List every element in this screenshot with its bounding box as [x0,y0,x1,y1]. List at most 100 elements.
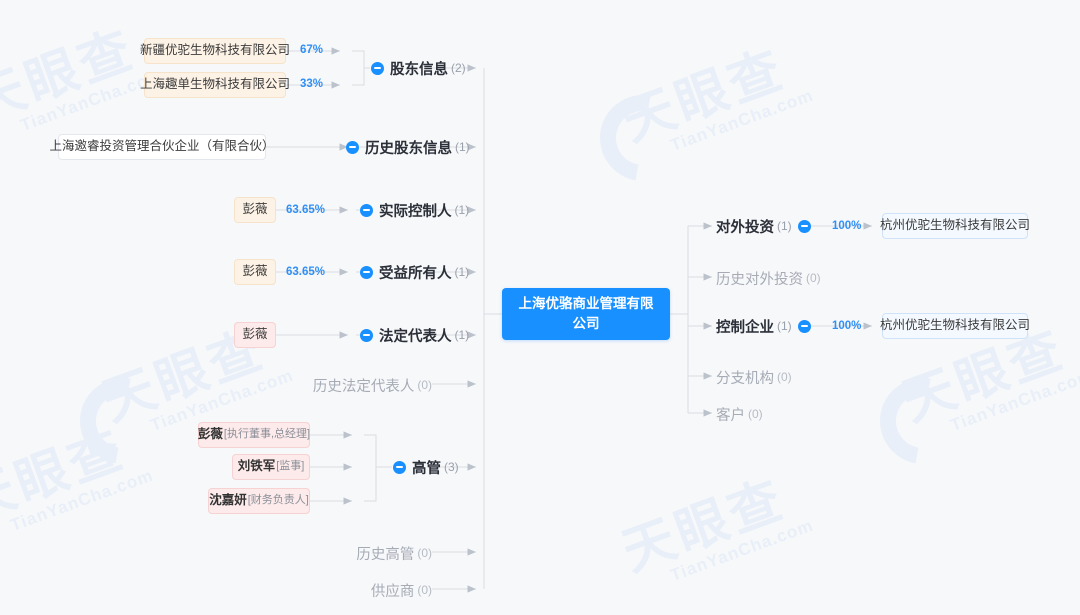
watermark: 天眼查 TianYanCha.com [610,21,816,168]
collapse-minus-icon[interactable] [797,319,811,333]
category-label: 历史高管 [356,546,415,563]
shareholder-percent: 33% [300,78,324,90]
category-count: (1) [777,219,792,233]
category-controlled-enterprises[interactable]: 控制企业 (1) [716,316,811,336]
center-company-name: 上海优骆商业管理有限公司 [518,296,654,331]
category-count: (2) [451,61,466,75]
collapse-minus-icon[interactable] [360,203,373,217]
executive-node[interactable]: 彭薇 [执行董事,总经理] [198,422,310,448]
actual-controller-name: 彭薇 [242,202,268,217]
category-count: (1) [454,265,470,279]
executive-name: 刘铁军 [237,459,276,474]
watermark-brand: 天眼查 [95,320,273,433]
legal-representative-name: 彭薇 [242,327,268,342]
category-count: (3) [444,460,459,474]
category-beneficial-owner[interactable]: 受益所有人 (1) [360,262,469,282]
category-label: 历史法定代表人 [312,378,415,395]
historical-shareholder-node[interactable]: 上海邀睿投资管理合伙企业（有限合伙） [50,134,275,160]
category-label: 法定代表人 [379,328,452,345]
category-executives[interactable]: 高管 (3) [393,457,459,477]
shareholder-node[interactable]: 新疆优驼生物科技有限公司 [140,38,290,64]
category-label: 受益所有人 [379,265,452,282]
category-count: (1) [455,140,470,154]
watermark-logo-ring [583,78,703,198]
actual-controller-percent: 63.65% [286,204,326,216]
category-label: 控制企业 [716,319,774,336]
category-legal-representative[interactable]: 法定代表人 (1) [360,325,469,345]
category-suppliers[interactable]: 供应商 (0) [312,580,432,600]
beneficial-owner-name: 彭薇 [242,264,268,279]
watermark: 天眼查 TianYanCha.com [0,401,156,548]
category-branches[interactable]: 分支机构 (0) [716,367,792,387]
executive-node[interactable]: 刘铁军 [监事] [232,454,310,480]
category-count: (0) [806,271,821,285]
watermark-brand: 天眼查 [0,20,143,133]
watermark-brand: 天眼查 [0,420,133,533]
category-shareholders[interactable]: 股东信息 (2) [371,58,466,78]
collapse-minus-icon[interactable] [371,61,384,75]
collapse-minus-icon[interactable] [797,219,811,233]
category-count: (0) [417,378,432,392]
collapse-minus-icon[interactable] [360,265,373,279]
category-count: (1) [454,203,470,217]
category-label: 历史对外投资 [716,271,803,288]
controlled-enterprise-name: 杭州优驼生物科技有限公司 [880,318,1031,333]
controlled-enterprise-node[interactable]: 杭州优驼生物科技有限公司 [880,313,1031,339]
center-company-node[interactable]: 上海优骆商业管理有限公司 [502,288,670,340]
category-label: 股东信息 [390,61,448,78]
legal-representative-node[interactable]: 彭薇 [234,322,276,348]
outbound-investment-node[interactable]: 杭州优驼生物科技有限公司 [880,213,1031,239]
category-count: (0) [748,407,763,421]
beneficial-owner-percent: 63.65% [286,266,326,278]
category-count: (0) [417,583,432,597]
historical-shareholder-name: 上海邀睿投资管理合伙企业（有限合伙） [49,139,275,154]
shareholder-name: 上海趣单生物科技有限公司 [140,77,291,92]
shareholder-name: 新疆优驼生物科技有限公司 [140,43,291,58]
watermark-logo-ring [0,43,48,163]
category-count: (0) [777,370,792,384]
category-historical-legal-representative[interactable]: 历史法定代表人 (0) [282,375,432,395]
category-label: 高管 [412,460,441,477]
executive-name: 彭薇 [197,427,223,442]
category-count: (1) [454,328,470,342]
collapse-minus-icon[interactable] [360,328,373,342]
watermark: 天眼查 TianYanCha.com [0,1,166,148]
category-label: 实际控制人 [379,203,452,220]
actual-controller-node[interactable]: 彭薇 [234,197,276,223]
beneficial-owner-node[interactable]: 彭薇 [234,259,276,285]
collapse-minus-icon[interactable] [346,140,359,154]
category-outbound-investment[interactable]: 对外投资 (1) [716,216,811,236]
controlled-enterprise-percent: 100% [832,320,862,332]
category-label: 对外投资 [716,219,774,236]
executive-role: [执行董事,总经理] [223,428,311,441]
watermark-domain: TianYanCha.com [667,85,816,155]
category-label: 客户 [716,407,745,424]
watermark-brand: 天眼查 [615,470,793,583]
category-historical-outbound-investment[interactable]: 历史对外投资 (0) [716,268,821,288]
watermark-domain: TianYanCha.com [7,465,156,535]
watermark-brand: 天眼查 [615,40,793,153]
category-historical-shareholders[interactable]: 历史股东信息 (1) [346,137,470,157]
watermark: 天眼查 TianYanCha.com [610,451,816,598]
executive-role: [监事] [276,460,305,473]
watermark-logo-ring [863,361,983,481]
category-customers[interactable]: 客户 (0) [716,404,763,424]
executive-name: 沈嘉妍 [209,493,247,508]
category-actual-controller[interactable]: 实际控制人 (1) [360,200,469,220]
category-count: (0) [417,546,432,560]
watermark-domain: TianYanCha.com [667,515,816,585]
outbound-investment-name: 杭州优驼生物科技有限公司 [880,218,1031,233]
executive-role: [财务负责人] [247,494,309,507]
executive-node[interactable]: 沈嘉妍 [财务负责人] [208,488,310,514]
collapse-minus-icon[interactable] [393,460,406,474]
shareholder-percent: 67% [300,44,324,56]
watermark-domain: TianYanCha.com [947,365,1080,435]
watermark-logo-ring [63,361,183,481]
category-historical-executives[interactable]: 历史高管 (0) [312,543,432,563]
category-label: 供应商 [370,583,415,600]
outbound-investment-percent: 100% [832,220,862,232]
category-label: 历史股东信息 [365,140,452,157]
shareholder-node[interactable]: 上海趣单生物科技有限公司 [140,72,290,98]
category-label: 分支机构 [716,370,774,387]
